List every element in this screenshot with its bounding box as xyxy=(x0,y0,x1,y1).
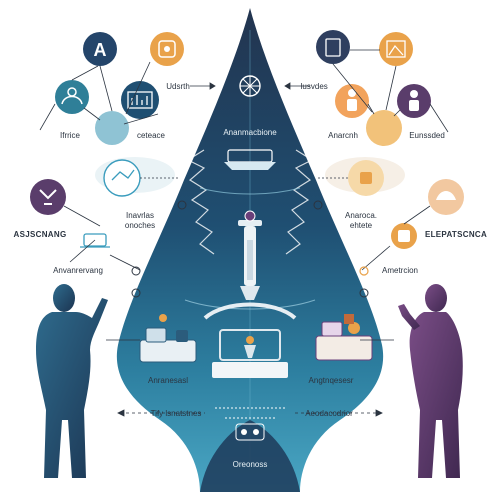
side-markers xyxy=(131,200,369,298)
lab-icon xyxy=(428,179,464,215)
test-tube-icon xyxy=(235,423,265,441)
label-right-mid-2: ELEPATSCNCA xyxy=(424,230,488,239)
label-cone-low-left: Anranesasl xyxy=(147,376,189,385)
label-top-left-2: ceteace xyxy=(136,131,166,140)
letter-a-icon: A xyxy=(83,32,117,66)
cone-dotted-lines xyxy=(215,407,285,419)
label-top-right-1: Anarcnh xyxy=(328,131,358,140)
person-seated-icon xyxy=(348,160,384,196)
right-person-figure xyxy=(398,284,463,478)
arrows xyxy=(106,82,394,417)
label-right-mid-sub: ehtete xyxy=(349,221,373,230)
puzzle-icon xyxy=(30,179,66,215)
left-lab-station xyxy=(139,314,197,363)
pipette-icon xyxy=(238,210,262,300)
right-lab-station xyxy=(315,314,373,361)
label-cone-low-right: Angtnqesesr xyxy=(308,376,354,385)
label-left-mid-2: ASJSCNANG xyxy=(13,230,67,239)
left-person-figure xyxy=(36,284,108,478)
hand-icon xyxy=(391,223,417,249)
person-icon xyxy=(335,84,369,118)
label-cone-bottom: Oreonoss xyxy=(232,460,268,469)
label-top-left-1: Ifrrice xyxy=(60,131,80,140)
top-left-connectors xyxy=(39,61,159,131)
user-group-icon xyxy=(55,80,89,114)
person-outline-icon xyxy=(397,84,431,118)
label-right-mid-title: Anaroca. xyxy=(344,211,378,220)
lab-bench xyxy=(203,302,297,378)
top-right-connectors xyxy=(332,49,449,133)
label-top-mid-right: Iusvdes xyxy=(300,82,328,91)
label-left-mid-title: Inavrlas xyxy=(125,211,155,220)
right-mid-connectors xyxy=(318,177,431,271)
label-left-low: Anvanrervang xyxy=(53,266,103,275)
svg-text:A: A xyxy=(94,40,107,60)
label-top-right-2: Eunssded xyxy=(409,131,445,140)
chart-icon xyxy=(379,32,413,66)
tray-icon xyxy=(224,149,276,170)
laptop-icon xyxy=(80,159,141,248)
small-circle-orange xyxy=(366,110,402,146)
target-icon xyxy=(150,32,184,66)
wheel-icon xyxy=(239,75,261,97)
label-bottom-left: Tify lsnatstnes xyxy=(150,409,202,418)
label-bottom-right: Aeodacodrior xyxy=(305,409,353,418)
label-right-low: Ametrcion xyxy=(381,266,419,275)
label-left-mid-sub: onoches xyxy=(124,221,156,230)
small-circle-blue xyxy=(95,111,129,145)
label-top-mid-left: Udsrth xyxy=(166,82,190,91)
document-icon xyxy=(316,30,350,64)
label-cone-title: Ananmacbione xyxy=(223,128,277,137)
